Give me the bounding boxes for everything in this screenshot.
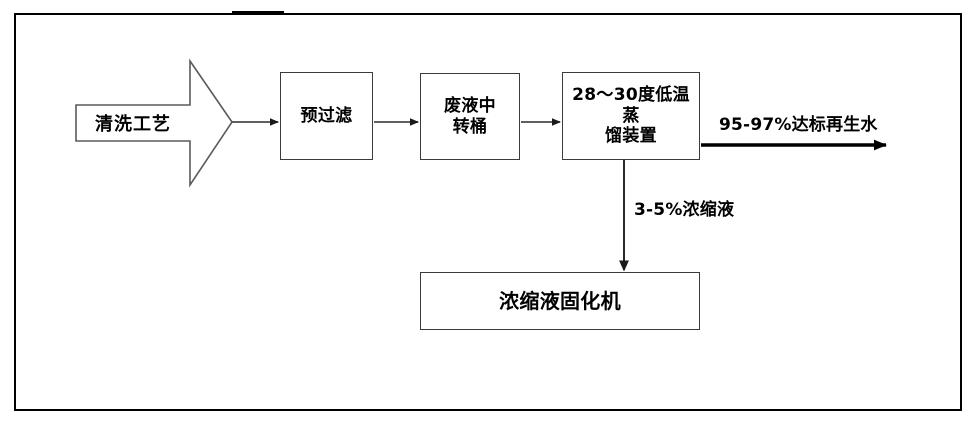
node-waste-transfer-tank[interactable]: 废液中 转桶 [420,73,520,160]
node-label-concentrate-solidifier: 浓缩液固化机 [499,288,621,313]
node-concentrate-solidifier[interactable]: 浓缩液固化机 [420,272,700,330]
node-prefilter[interactable]: 预过滤 [280,72,373,160]
node-label-waste-transfer-tank: 废液中 转桶 [444,96,496,137]
node-label-line-2: 馏装置 [605,126,657,147]
node-label-cleaning-process: 清洗工艺 [95,114,171,135]
node-label-line-2: 转桶 [452,116,488,137]
node-label-line-1: 废液中 [444,95,496,116]
node-low-temp-distiller[interactable]: 28～30度低温蒸 馏装置 [562,72,700,160]
edge-label-concentrate: 3-5%浓缩液 [634,200,735,220]
node-label-prefilter: 预过滤 [300,105,353,126]
node-label-low-temp-distiller: 28～30度低温蒸 馏装置 [567,85,695,147]
process-block-arrow-shape [75,58,233,188]
edge-label-reclaimed-water: 95-97%达标再生水 [719,115,878,135]
frame-top-accent-mark [232,11,284,15]
node-label-line-1: 28～30度低温蒸 [572,84,690,126]
